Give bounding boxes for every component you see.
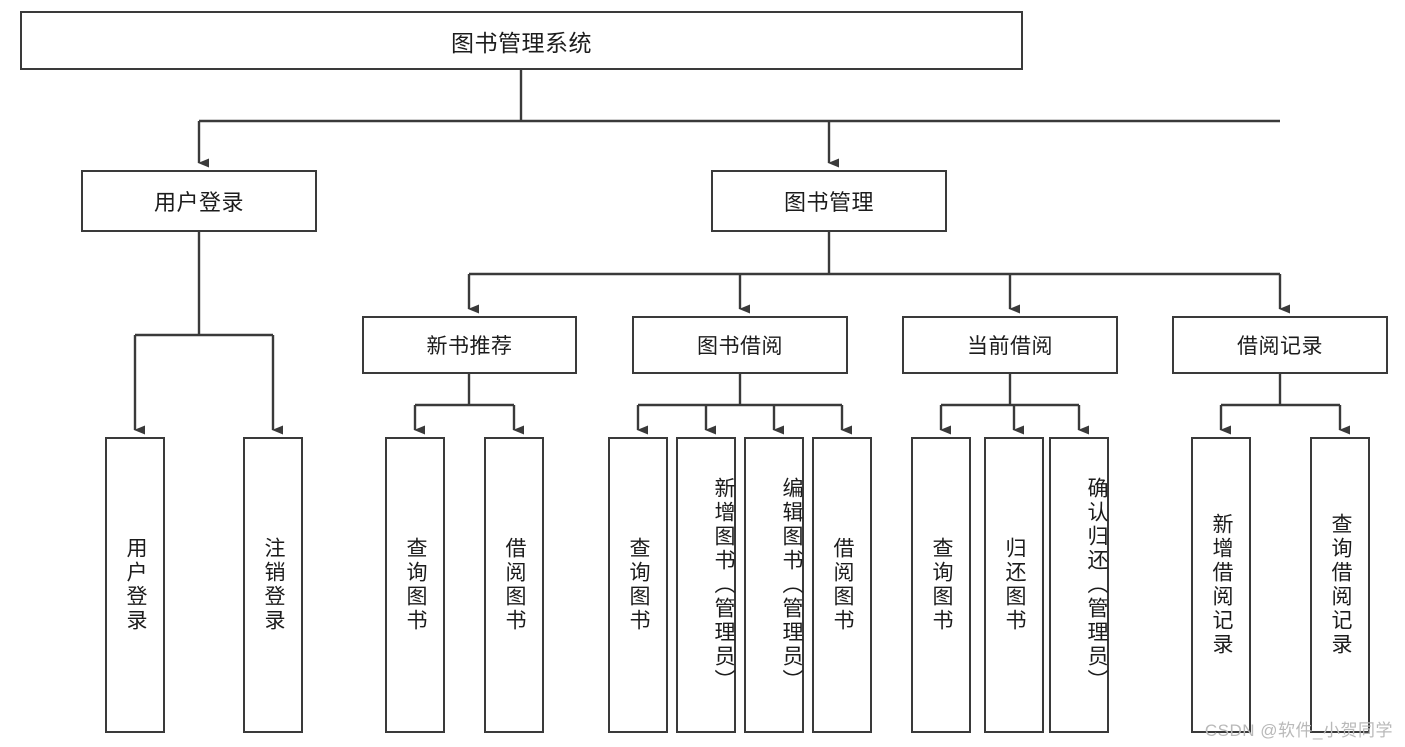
- node-user-login-label: 用户登录: [153, 190, 244, 215]
- node-leaf-user-login[interactable]: 用户登录: [105, 437, 165, 733]
- node-leaf-query-book-1[interactable]: 查询图书: [385, 437, 445, 733]
- node-user-login[interactable]: 用户登录: [81, 170, 317, 232]
- node-current-borrow-label: 当前借阅: [967, 335, 1053, 358]
- node-leaf-edit-book-admin[interactable]: 编辑图书（管理员）: [744, 437, 804, 733]
- node-leaf-logout[interactable]: 注销登录: [243, 437, 303, 733]
- node-leaf-query-book-2[interactable]: 查询图书: [608, 437, 668, 733]
- node-leaf-borrow-book-1[interactable]: 借阅图书: [484, 437, 544, 733]
- node-book-manage-label: 图书管理: [783, 190, 874, 215]
- node-root-label: 图书管理系统: [451, 29, 592, 56]
- node-new-book-recommend[interactable]: 新书推荐: [362, 316, 577, 374]
- node-book-borrow-label: 图书借阅: [697, 335, 783, 358]
- node-leaf-add-borrow-record[interactable]: 新增借阅记录: [1191, 437, 1251, 733]
- node-borrow-record[interactable]: 借阅记录: [1172, 316, 1388, 374]
- node-leaf-confirm-return-admin[interactable]: 确认归还（管理员）: [1049, 437, 1109, 733]
- node-root[interactable]: 图书管理系统: [20, 11, 1023, 70]
- node-leaf-query-borrow-record[interactable]: 查询借阅记录: [1310, 437, 1370, 733]
- node-current-borrow[interactable]: 当前借阅: [902, 316, 1118, 374]
- node-leaf-borrow-book-2[interactable]: 借阅图书: [812, 437, 872, 733]
- node-book-manage[interactable]: 图书管理: [711, 170, 947, 232]
- node-new-book-recommend-label: 新书推荐: [426, 335, 513, 358]
- node-leaf-query-book-3[interactable]: 查询图书: [911, 437, 971, 733]
- node-book-borrow[interactable]: 图书借阅: [632, 316, 848, 374]
- csdn-watermark: CSDN @软件_小贺同学: [1204, 721, 1393, 740]
- node-leaf-add-book-admin[interactable]: 新增图书（管理员）: [676, 437, 736, 733]
- node-leaf-return-book[interactable]: 归还图书: [984, 437, 1044, 733]
- node-borrow-record-label: 借阅记录: [1237, 335, 1323, 358]
